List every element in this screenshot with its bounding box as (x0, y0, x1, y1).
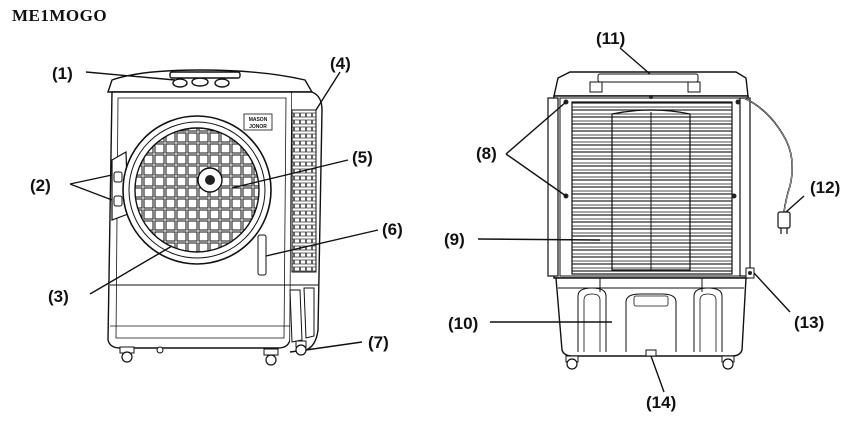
label-4: (4) (330, 54, 351, 73)
label-12: (12) (810, 178, 840, 197)
label-2: (2) (30, 176, 51, 195)
control-panel (169, 71, 241, 88)
label-13: (13) (794, 313, 824, 332)
label-1: (1) (52, 64, 73, 83)
front-casters (119, 340, 307, 366)
front-top-panel (107, 69, 314, 93)
water-level-window (257, 234, 267, 276)
back-leader-lines (477, 47, 805, 393)
back-casters (565, 355, 735, 370)
label-11: (11) (596, 29, 625, 48)
label-5: (5) (352, 148, 373, 167)
model-title: ME1MOGO (12, 6, 108, 25)
fan-grille (134, 127, 260, 253)
drain-plug (645, 349, 657, 357)
label-3: (3) (48, 287, 69, 306)
brand-badge-line-1: MASON (249, 117, 268, 123)
brand-badge (243, 113, 273, 131)
back-view (547, 71, 794, 370)
front-view: MASON JONOR (107, 69, 323, 366)
label-8: (8) (476, 144, 497, 163)
label-7: (7) (368, 333, 389, 352)
label-6: (6) (382, 220, 403, 239)
callout-labels: (1) (2) (3) (4) (5) (6) (7) (8) (9) (10)… (30, 29, 840, 412)
label-10: (10) (448, 314, 478, 333)
brand-badge-line-2: JONOR (249, 124, 267, 130)
power-plug (777, 211, 791, 229)
label-9: (9) (444, 230, 465, 249)
label-14: (14) (646, 393, 676, 412)
front-leader-lines (69, 71, 379, 351)
